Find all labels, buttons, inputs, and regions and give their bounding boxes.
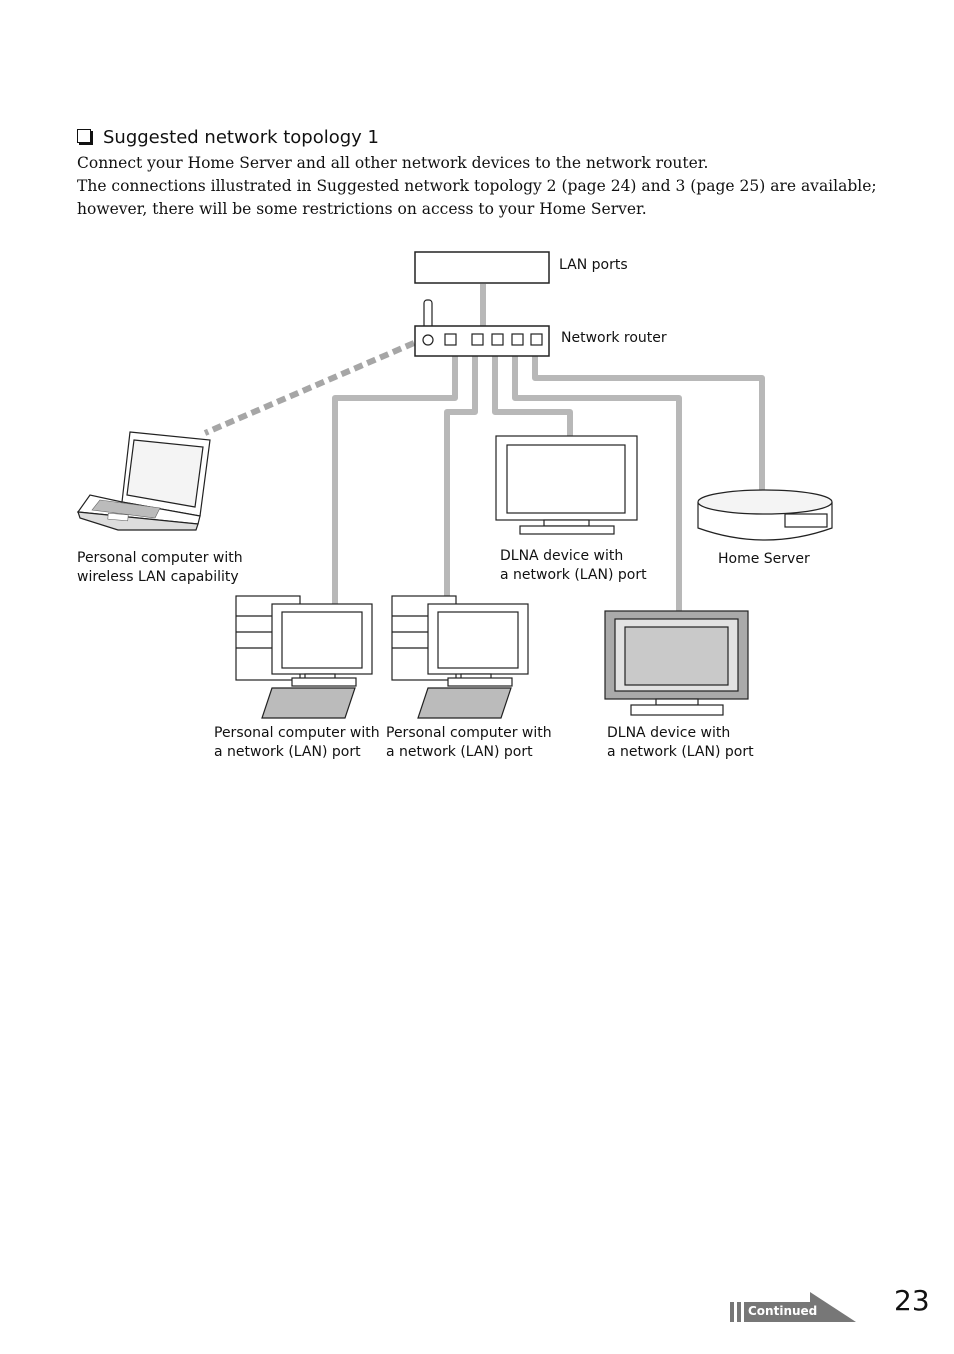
dlna-bottom-label: DLNA device with a network (LAN) port bbox=[607, 724, 754, 762]
section-title-text: Suggested network topology 1 bbox=[103, 127, 380, 148]
pc-lan-2-label-line1: Personal computer with bbox=[386, 725, 552, 741]
home-server-label: Home Server bbox=[718, 551, 810, 567]
continued-label: Continued bbox=[748, 1304, 818, 1318]
body-line-3: however, there will be some restrictions… bbox=[77, 200, 647, 218]
dlna-bottom-label-line1: DLNA device with bbox=[607, 725, 731, 741]
pc-lan-1-icon bbox=[235, 595, 373, 719]
pc-wireless-label: Personal computer with wireless LAN capa… bbox=[77, 549, 243, 587]
dlna-top-label: DLNA device with a network (LAN) port bbox=[500, 547, 647, 585]
network-router-label: Network router bbox=[561, 330, 667, 346]
pc-lan-2-label: Personal computer with a network (LAN) p… bbox=[386, 724, 552, 762]
dlna-bottom-label-line2: a network (LAN) port bbox=[607, 744, 754, 760]
cable-dlna-top bbox=[492, 356, 573, 437]
cable-home-server bbox=[532, 356, 765, 492]
pc-lan-1-label-line2: a network (LAN) port bbox=[214, 744, 361, 760]
section-title: Suggested network topology 1 bbox=[77, 127, 379, 148]
cables bbox=[332, 284, 765, 612]
pc-lan-1-label-line1: Personal computer with bbox=[214, 725, 380, 741]
pc-lan-1-label: Personal computer with a network (LAN) p… bbox=[214, 724, 380, 762]
cable-dlna-bottom bbox=[512, 356, 682, 612]
page-number: 23 bbox=[894, 1284, 930, 1317]
body-line-1: Connect your Home Server and all other n… bbox=[77, 154, 709, 172]
lan-ports-label: LAN ports bbox=[559, 257, 628, 273]
dlna-top-label-line1: DLNA device with bbox=[500, 548, 624, 564]
dlna-tv-bottom-icon bbox=[604, 610, 749, 716]
wireless-link bbox=[203, 340, 416, 436]
dlna-tv-top-icon bbox=[495, 435, 638, 535]
dlna-top-label-line2: a network (LAN) port bbox=[500, 567, 647, 583]
cable-pc-lan-2 bbox=[444, 356, 478, 600]
network-diagram bbox=[76, 251, 833, 719]
cable-pc-lan-1 bbox=[332, 356, 458, 605]
body-line-2: The connections illustrated in Suggested… bbox=[77, 177, 877, 195]
pc-lan-2-label-line2: a network (LAN) port bbox=[386, 744, 533, 760]
home-server-icon bbox=[697, 489, 833, 541]
laptop-icon bbox=[76, 431, 211, 531]
pc-lan-2-icon bbox=[391, 595, 529, 719]
lan-ports-box bbox=[414, 251, 550, 284]
continued-arrow-icon bbox=[730, 1292, 856, 1322]
router-icon bbox=[414, 299, 550, 357]
pc-wireless-label-line1: Personal computer with bbox=[77, 550, 243, 566]
checkbox-icon bbox=[77, 129, 91, 143]
pc-wireless-label-line2: wireless LAN capability bbox=[77, 569, 239, 585]
